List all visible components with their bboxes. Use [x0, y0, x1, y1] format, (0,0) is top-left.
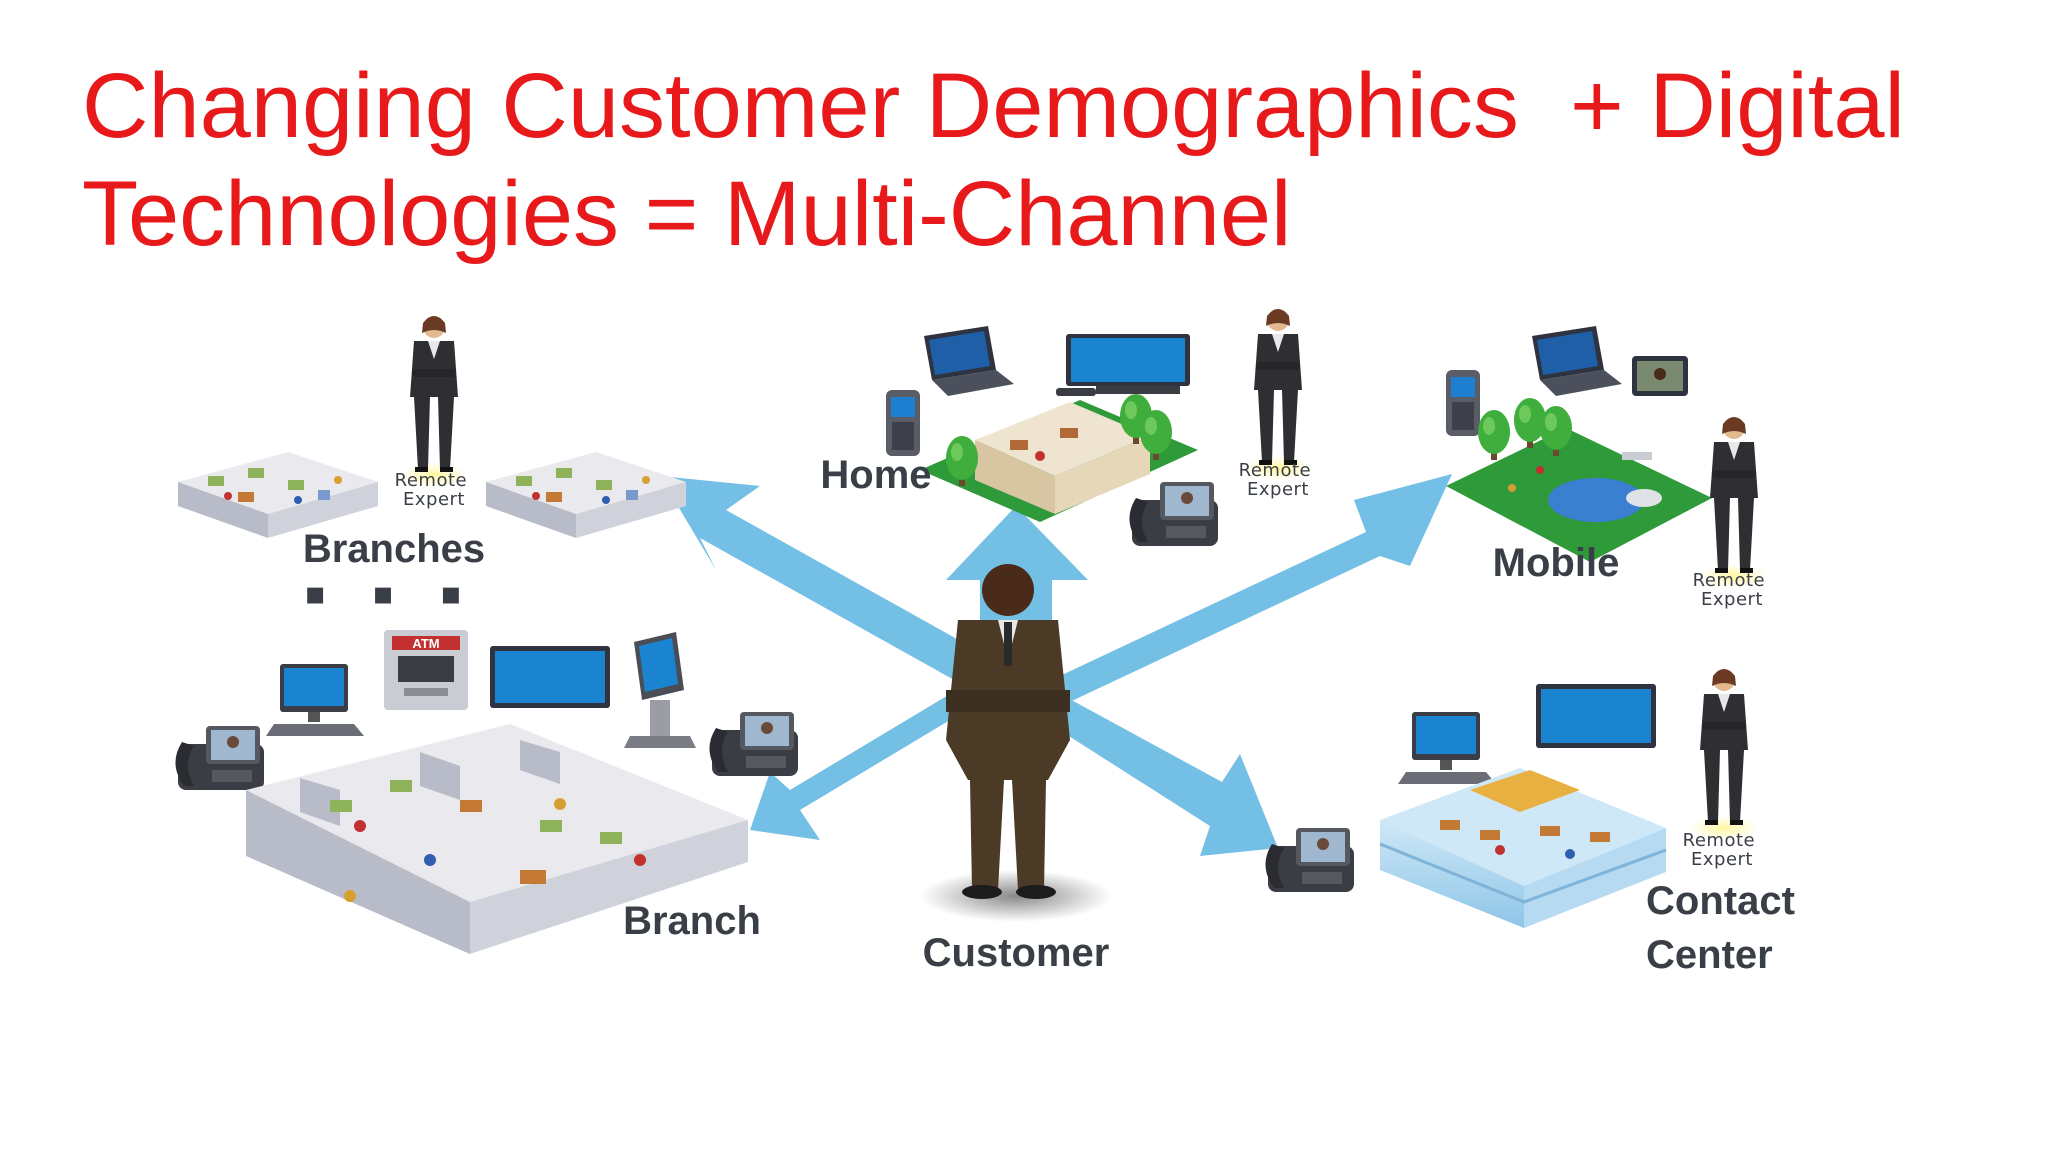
branch-cluster: ATM	[175, 630, 798, 954]
remote-expert-label: Remote Expert	[395, 470, 474, 510]
home-label: Home	[820, 453, 931, 497]
laptop-icon	[924, 326, 1014, 396]
branches-cluster: Remote Expert Branches ▪ ▪ ▪	[178, 316, 686, 612]
video-phone-icon	[1129, 482, 1218, 546]
contact-center-label: Contact Center	[1646, 879, 1806, 977]
kiosk-icon	[624, 632, 696, 748]
title-line-1: Changing Customer Demographics + Digital	[82, 55, 1905, 157]
laptop-icon	[1532, 326, 1622, 396]
mobile-phone-icon	[1446, 370, 1480, 436]
mobile-phone-icon	[886, 390, 920, 456]
mini-office-illustration	[178, 452, 378, 538]
title-line-2: Technologies = Multi-Channel	[82, 163, 1292, 265]
desktop-computer-icon	[1398, 712, 1496, 784]
remote-expert-figure	[1700, 417, 1768, 588]
arrow-to-contact-center	[1006, 672, 1278, 856]
slide-title: Changing Customer Demographics + Digital…	[82, 52, 1982, 268]
mobile-cluster: Remote Expert Mobile	[1446, 326, 1772, 610]
contact-center-cluster: Remote Expert Contact Center	[1265, 669, 1806, 977]
atm-label: ATM	[412, 636, 439, 651]
video-phone-icon	[175, 726, 264, 790]
remote-expert-figure	[1690, 669, 1758, 840]
remote-expert-label: Remote Expert	[1239, 460, 1318, 500]
branch-label: Branch	[623, 899, 761, 943]
mobile-label: Mobile	[1493, 541, 1620, 585]
contact-center-building-illustration	[1379, 768, 1667, 928]
tv-icon	[1536, 684, 1656, 748]
remote-expert-label: Remote Expert	[1683, 830, 1762, 870]
video-phone-icon	[1265, 828, 1354, 892]
desktop-computer-icon	[266, 664, 364, 736]
remote-expert-figure	[400, 316, 468, 487]
home-cluster: Remote Expert Home	[820, 309, 1318, 546]
tablet-icon	[1632, 356, 1688, 396]
arrow-to-branch	[750, 670, 1000, 840]
atm-icon: ATM	[384, 630, 468, 710]
customer-label: Customer	[923, 931, 1110, 975]
tv-icon	[1056, 334, 1190, 396]
video-phone-icon	[709, 712, 798, 776]
house-illustration	[920, 394, 1198, 522]
mini-office-illustration	[486, 452, 686, 538]
branch-office-illustration	[246, 724, 748, 954]
tv-icon	[490, 646, 610, 708]
ellipsis-marker: ▪ ▪ ▪	[304, 574, 479, 612]
remote-expert-figure	[1244, 309, 1312, 480]
channel-arrows	[660, 474, 1452, 856]
arrow-to-branches	[660, 476, 1016, 700]
remote-expert-label: Remote Expert	[1693, 570, 1772, 610]
customer-figure	[920, 564, 1112, 922]
arrow-to-mobile	[1030, 474, 1452, 714]
branches-label: Branches	[303, 527, 485, 571]
park-illustration	[1446, 398, 1712, 562]
